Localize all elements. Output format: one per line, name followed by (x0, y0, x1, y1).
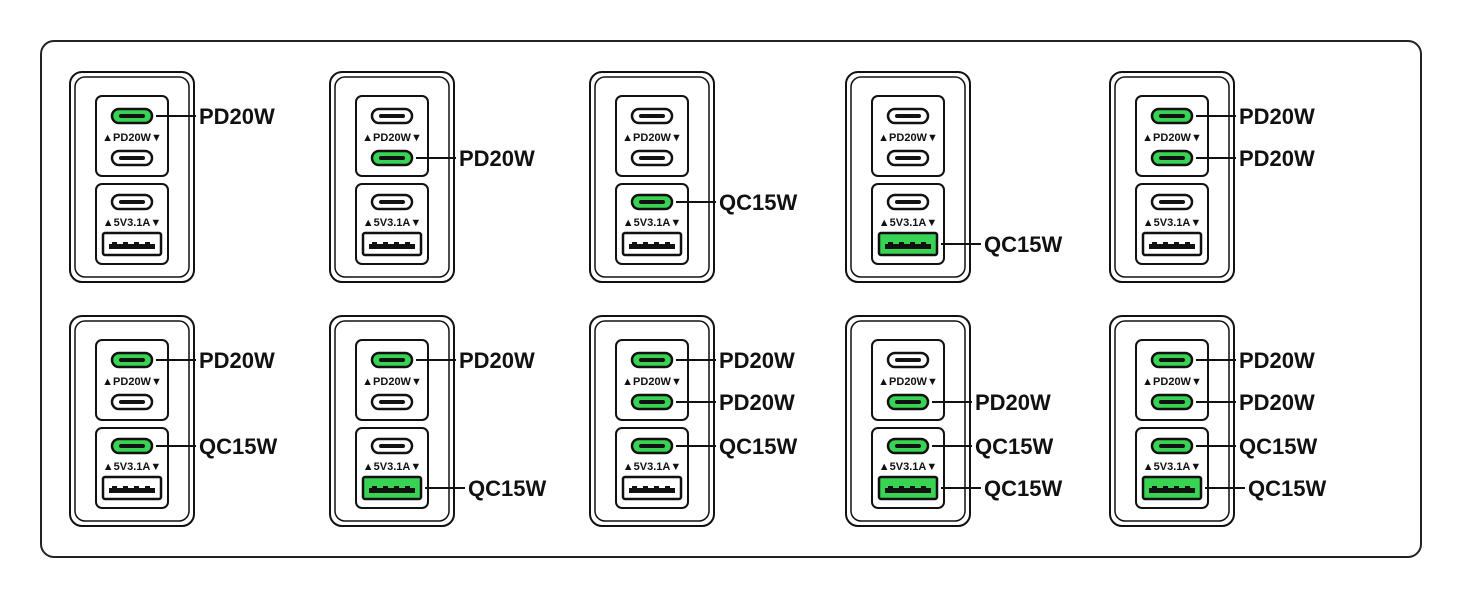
port-output-label: QC15W (975, 434, 1053, 459)
port-output-label: QC15W (1248, 476, 1326, 501)
charger-2: ▲PD20W▼ ▲5V3.1A▼ PD20W (329, 71, 535, 283)
port-output-label: QC15W (984, 232, 1062, 257)
bottom-group-label: ▲5V3.1A▼ (879, 217, 937, 229)
top-group-label: ▲PD20W▼ (362, 132, 422, 144)
top-group-label: ▲PD20W▼ (622, 376, 682, 388)
port-output-label: QC15W (719, 190, 797, 215)
diagram-frame (40, 40, 1422, 558)
charger-5: ▲PD20W▼ ▲5V3.1A▼ PD20W PD20W (1109, 71, 1315, 283)
port-output-label: PD20W (719, 348, 795, 373)
port-output-label: PD20W (1239, 390, 1315, 415)
top-group-label: ▲PD20W▼ (622, 132, 682, 144)
bottom-group-label: ▲5V3.1A▼ (363, 461, 421, 473)
bottom-group-label: ▲5V3.1A▼ (623, 217, 681, 229)
charger-9: ▲PD20W▼ ▲5V3.1A▼ PD20W QC15W QC15W (845, 315, 1062, 527)
port-output-label: PD20W (1239, 348, 1315, 373)
bottom-group-label: ▲5V3.1A▼ (623, 461, 681, 473)
port-output-label: PD20W (1239, 146, 1315, 171)
port-output-label: PD20W (459, 146, 535, 171)
port-output-label: QC15W (199, 434, 277, 459)
top-group-label: ▲PD20W▼ (878, 132, 938, 144)
bottom-group-label: ▲5V3.1A▼ (103, 217, 161, 229)
charger-4: ▲PD20W▼ ▲5V3.1A▼ QC15W (845, 71, 1062, 283)
top-group-label: ▲PD20W▼ (1142, 132, 1202, 144)
top-group-label: ▲PD20W▼ (878, 376, 938, 388)
charger-1: ▲PD20W▼ ▲5V3.1A▼ PD20W (69, 71, 275, 283)
port-output-label: QC15W (984, 476, 1062, 501)
bottom-group-label: ▲5V3.1A▼ (1143, 217, 1201, 229)
top-group-label: ▲PD20W▼ (362, 376, 422, 388)
port-output-label: PD20W (1239, 104, 1315, 129)
port-output-label: PD20W (719, 390, 795, 415)
port-output-label: QC15W (468, 476, 546, 501)
charger-10: ▲PD20W▼ ▲5V3.1A▼ PD20W PD20W QC15W QC15W (1109, 315, 1326, 527)
bottom-group-label: ▲5V3.1A▼ (879, 461, 937, 473)
charger-6: ▲PD20W▼ ▲5V3.1A▼ PD20W QC15W (69, 315, 277, 527)
port-output-label: QC15W (719, 434, 797, 459)
charger-8: ▲PD20W▼ ▲5V3.1A▼ PD20W PD20W QC15W (589, 315, 797, 527)
bottom-group-label: ▲5V3.1A▼ (103, 461, 161, 473)
charger-3: ▲PD20W▼ ▲5V3.1A▼ QC15W (589, 71, 797, 283)
charger-7: ▲PD20W▼ ▲5V3.1A▼ PD20W QC15W (329, 315, 546, 527)
port-output-label: PD20W (459, 348, 535, 373)
bottom-group-label: ▲5V3.1A▼ (363, 217, 421, 229)
bottom-group-label: ▲5V3.1A▼ (1143, 461, 1201, 473)
port-output-label: PD20W (975, 390, 1051, 415)
top-group-label: ▲PD20W▼ (1142, 376, 1202, 388)
port-output-label: PD20W (199, 348, 275, 373)
top-group-label: ▲PD20W▼ (102, 132, 162, 144)
top-group-label: ▲PD20W▼ (102, 376, 162, 388)
port-output-label: PD20W (199, 104, 275, 129)
port-output-label: QC15W (1239, 434, 1317, 459)
